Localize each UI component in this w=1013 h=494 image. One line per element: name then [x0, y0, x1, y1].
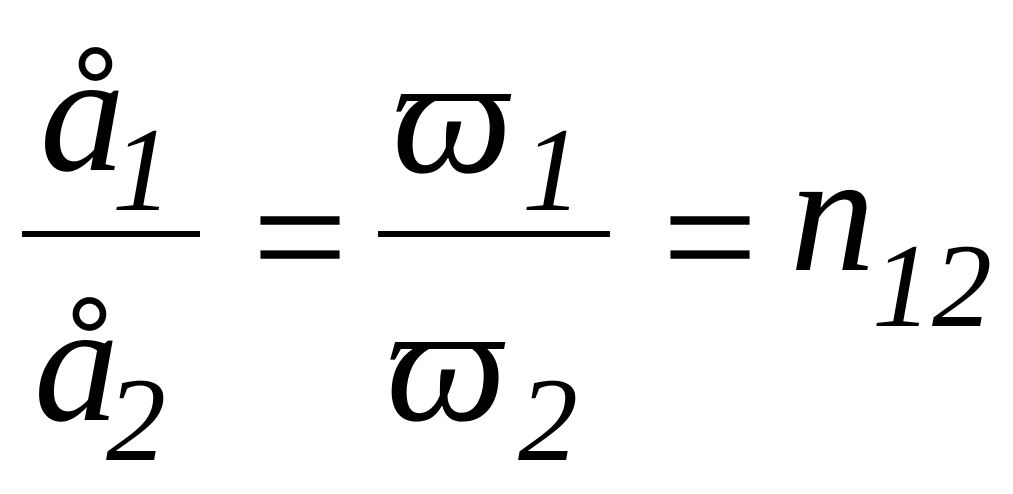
- mid-fraction-bar: [378, 231, 610, 237]
- lhs-numerator-symbol: å: [40, 19, 125, 207]
- mid-numerator-symbol: ϖ: [392, 21, 513, 209]
- lhs-denominator-index: 2: [106, 353, 166, 486]
- equals-sign-2: =: [662, 143, 758, 331]
- lhs-fraction-bar: [22, 231, 200, 237]
- equals-sign-1: =: [252, 143, 348, 331]
- mid-denominator-symbol: ϖ: [386, 269, 507, 457]
- lhs-numerator-index: 1: [112, 103, 172, 236]
- lhs-denominator-symbol: å: [34, 269, 119, 457]
- mid-denominator-index: 2: [518, 353, 578, 486]
- mid-numerator-index: 1: [522, 103, 582, 236]
- rhs-index: 12: [872, 219, 992, 352]
- rhs-symbol: n: [790, 119, 875, 307]
